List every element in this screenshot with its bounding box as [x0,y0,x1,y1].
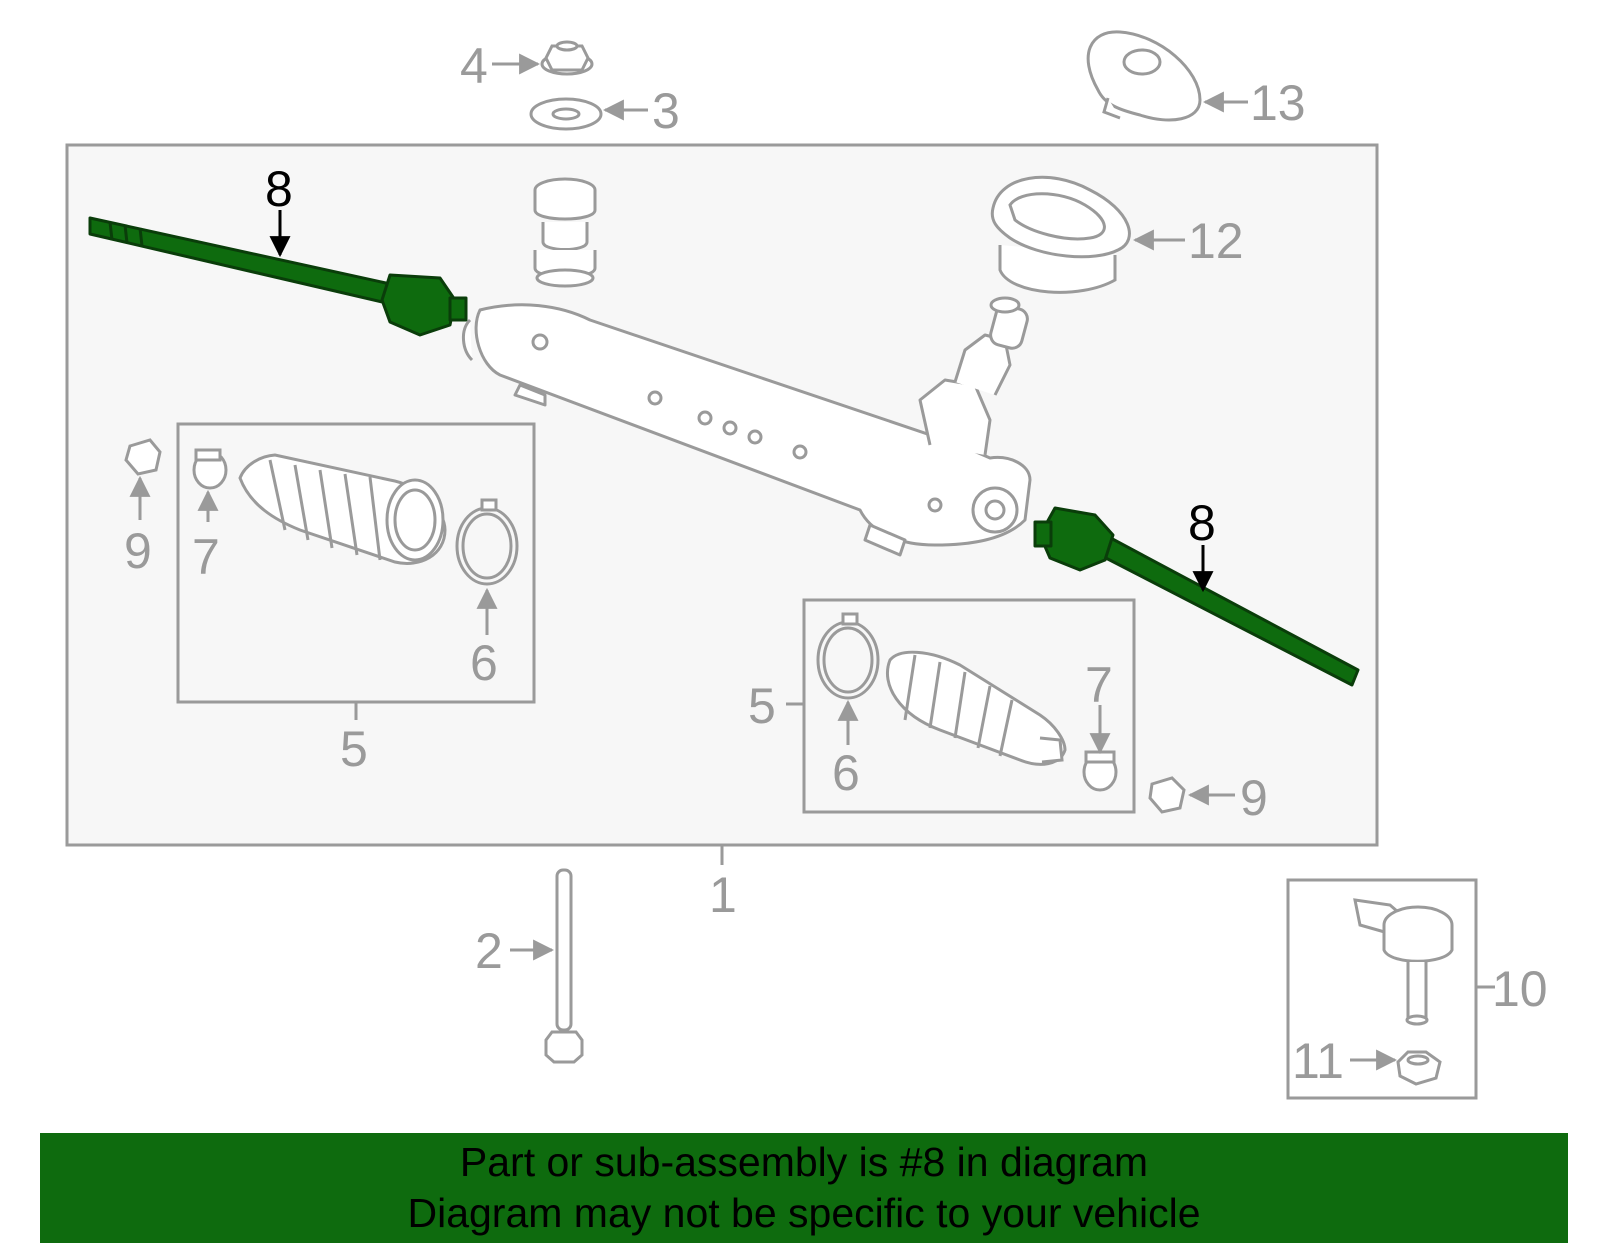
clamp-left-part-6 [455,498,519,586]
callout-11: 11 [1292,1033,1344,1089]
grommet-part-13 [1086,30,1202,122]
leader-lines-highlight [269,210,1214,593]
callout-9-left: 9 [124,523,152,579]
callout-1: 1 [709,867,737,923]
mount-bushing [533,177,597,288]
callout-8-right: 8 [1188,495,1216,551]
callout-13: 13 [1250,75,1306,131]
callout-6-right: 6 [832,745,860,801]
washer-part-3 [529,97,603,131]
callout-9-right: 9 [1240,770,1268,826]
callout-2: 2 [475,923,503,979]
nut-left-part-9 [124,438,162,476]
callout-12: 12 [1188,213,1244,269]
boot-kit-box-left [176,422,536,704]
banner-line-1: Part or sub-assembly is #8 in diagram [459,1139,1149,1185]
callout-4: 4 [460,38,488,94]
banner-line-2: Diagram may not be specific to your vehi… [407,1190,1201,1236]
clamp-right-part-6 [816,612,880,700]
clamp-small-right-part-7 [1082,750,1118,792]
bolt-part-2 [544,868,584,1064]
leader-lines [129,53,1495,1071]
nut-part-11 [1396,1050,1442,1086]
callout-7-left: 7 [192,529,220,585]
boot-left [238,453,447,565]
callout-5-left: 5 [340,721,368,777]
boot-right [885,650,1067,766]
steering-rack-housing [462,296,1032,557]
nut-part-4 [540,40,594,76]
callout-10: 10 [1492,961,1548,1017]
inner-tie-rod-left-part-8 [88,216,468,337]
clamp-small-left-part-7 [192,448,228,490]
callout-5-right: 5 [748,678,776,734]
nut-right-part-9 [1148,776,1186,814]
tie-rod-end-part-10 [1353,898,1454,1026]
seal-part-12 [990,175,1131,294]
callout-7-right: 7 [1085,657,1113,713]
inner-tie-rod-right-part-8 [1033,506,1360,687]
callout-8-left: 8 [265,161,293,217]
callout-3: 3 [652,83,680,139]
info-banner: Part or sub-assembly is #8 in diagram Di… [40,1133,1568,1243]
callout-6-left: 6 [470,635,498,691]
